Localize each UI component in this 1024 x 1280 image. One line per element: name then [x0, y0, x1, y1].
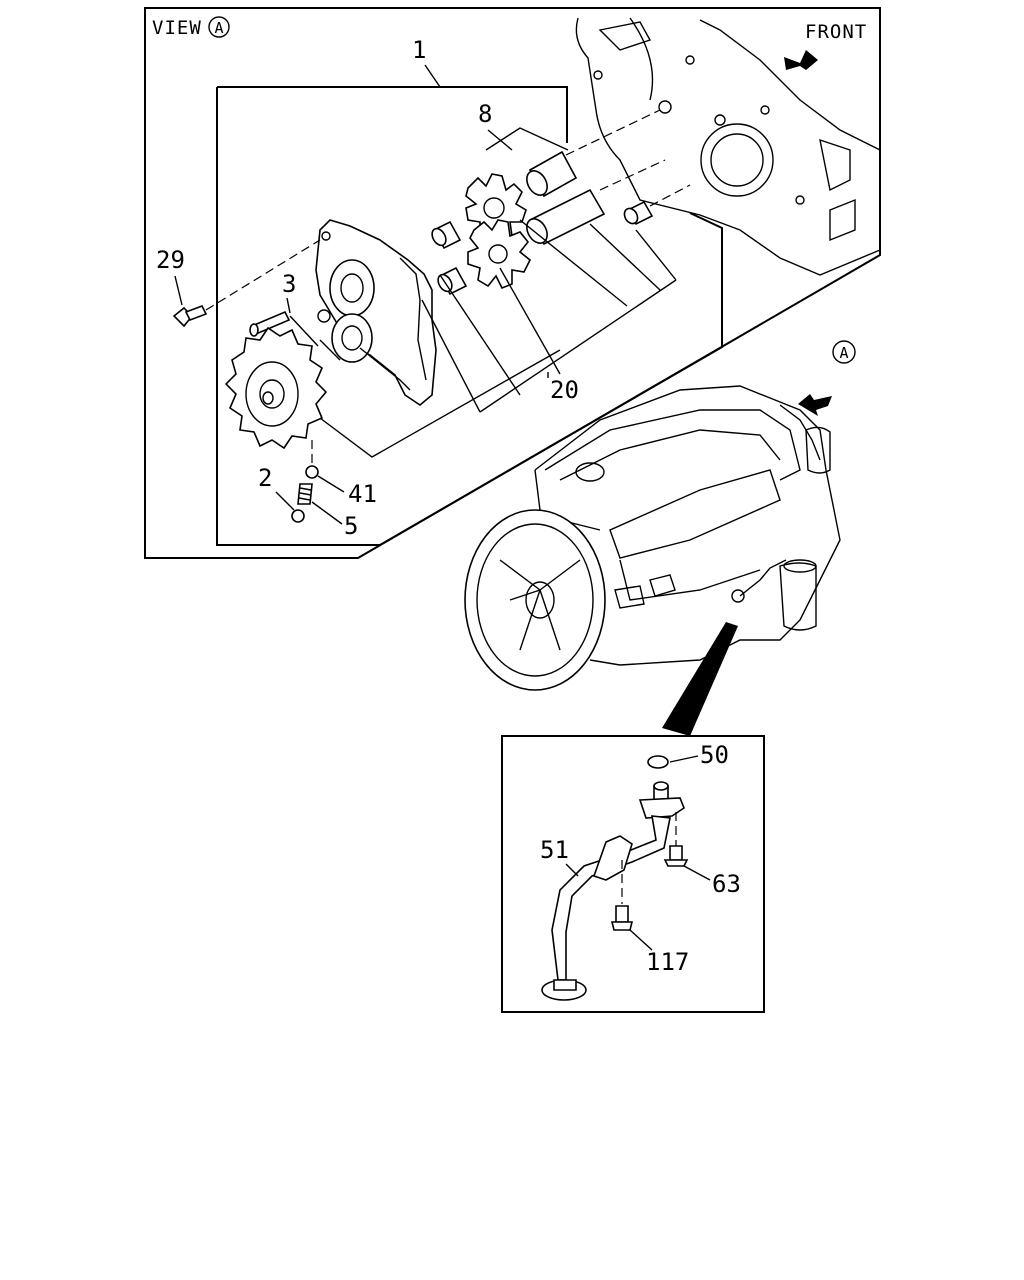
view-marker-letter: A — [214, 19, 223, 37]
view-direction-arrow-icon — [798, 394, 832, 416]
callout-41: 41 — [348, 480, 377, 508]
callout-2: 2 — [258, 464, 272, 492]
pin-long — [526, 188, 606, 246]
oil-pump-body — [315, 219, 437, 406]
plug-2 — [291, 509, 305, 523]
driven-gear — [465, 173, 532, 290]
spring-5 — [297, 483, 313, 505]
pin-3 — [249, 310, 291, 337]
rollers — [431, 220, 468, 296]
view-a-panel: VIEW A FRONT 1 8 — [144, 7, 881, 559]
callout-50: 50 — [700, 741, 729, 769]
leader-wedge-pointer-icon — [662, 622, 738, 736]
engine-overview: A — [464, 340, 856, 691]
callout-3: 3 — [282, 270, 296, 298]
callout-63: 63 — [712, 870, 741, 898]
o-ring-50 — [647, 755, 669, 769]
callout-8: 8 — [478, 100, 492, 128]
callout-1: 1 — [412, 36, 426, 64]
callout-51: 51 — [540, 836, 569, 864]
detail-panel: 50 51 63 117 — [501, 735, 765, 1013]
view-marker-circle: A — [208, 16, 230, 38]
front-direction-arrow-icon — [784, 50, 818, 70]
bolt-63 — [663, 845, 689, 867]
callout-117: 117 — [646, 948, 689, 976]
view-label: VIEW — [152, 17, 202, 39]
callout-20: 20 — [550, 376, 579, 404]
front-label: FRONT — [805, 21, 867, 43]
engine-block-rear — [575, 17, 881, 276]
bolt-29 — [172, 304, 208, 328]
callout-29: 29 — [156, 246, 185, 274]
engine-marker-letter: A — [839, 344, 848, 362]
callout-5: 5 — [344, 512, 358, 540]
ball-41 — [305, 465, 319, 479]
crank-pulley — [464, 509, 606, 691]
engine-marker-circle — [832, 340, 856, 364]
bushing — [623, 200, 654, 226]
pin-8 — [526, 150, 578, 198]
drive-gear — [224, 326, 328, 450]
bolt-117 — [610, 905, 634, 931]
